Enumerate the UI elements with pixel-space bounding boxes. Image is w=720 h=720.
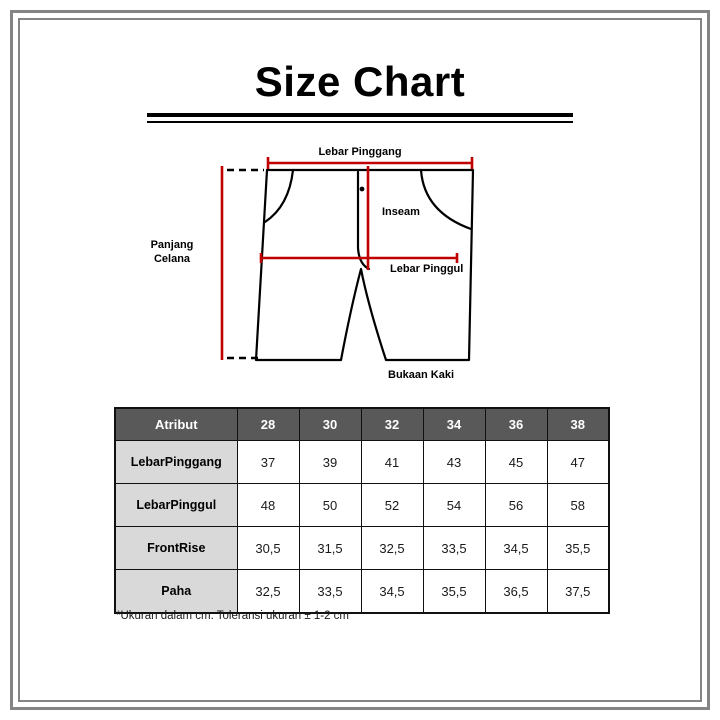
table-cell: 37 — [236, 440, 300, 484]
table-row: LebarPinggang 37 39 41 43 45 47 — [114, 440, 610, 484]
table-cell: 34,5 — [484, 526, 548, 570]
row-label-lebarpinggul: LebarPinggul — [114, 483, 238, 527]
inner-frame — [18, 18, 702, 702]
title-rule-top — [147, 113, 573, 117]
page-title: Size Chart — [254, 58, 466, 105]
label-lebar-pinggang: Lebar Pinggang — [318, 146, 402, 158]
shorts-measurement-diagram: Lebar Pinggang Panjang Celana Inseam Leb… — [110, 142, 610, 392]
table-header-row: Atribut 28 30 32 34 36 38 — [114, 407, 610, 441]
table-cell: 35,5 — [422, 569, 486, 614]
label-inseam: Inseam — [382, 206, 420, 218]
table-cell: 31,5 — [298, 526, 362, 570]
outer-frame — [10, 10, 710, 710]
col-header-32: 32 — [360, 407, 424, 441]
shorts-outline — [254, 168, 475, 362]
table-cell: 52 — [360, 483, 424, 527]
table-cell: 34,5 — [360, 569, 424, 614]
label-panjang-celana: Panjang Celana — [150, 239, 194, 266]
size-table: Atribut 28 30 32 34 36 38 LebarPinggang … — [114, 407, 610, 614]
col-header-36: 36 — [484, 407, 548, 441]
table-cell: 32,5 — [360, 526, 424, 570]
table-cell: 56 — [484, 483, 548, 527]
fly-button-dot — [359, 186, 365, 192]
table-cell: 43 — [422, 440, 486, 484]
table-footnote: *Ukuran dalam cm. Toleransi ukuran ± 1-2… — [116, 610, 349, 622]
table-cell: 37,5 — [546, 569, 610, 614]
table-cell: 45 — [484, 440, 548, 484]
right-pocket-line — [419, 168, 473, 231]
table-row: Paha 32,5 33,5 34,5 35,5 36,5 37,5 — [114, 569, 610, 614]
col-header-38: 38 — [546, 407, 610, 441]
col-header-30: 30 — [298, 407, 362, 441]
table-cell: 41 — [360, 440, 424, 484]
table-cell: 47 — [546, 440, 610, 484]
row-label-lebarpinggang: LebarPinggang — [114, 440, 238, 484]
title-rule-bottom — [147, 121, 573, 123]
table-cell: 48 — [236, 483, 300, 527]
table-cell: 54 — [422, 483, 486, 527]
shorts-diagram-svg — [220, 157, 475, 362]
table-cell: 30,5 — [236, 526, 300, 570]
table-cell: 33,5 — [298, 569, 362, 614]
col-header-28: 28 — [236, 407, 300, 441]
table-row: FrontRise 30,5 31,5 32,5 33,5 34,5 35,5 — [114, 526, 610, 570]
label-bukaan-kaki: Bukaan Kaki — [388, 369, 455, 381]
table-row: LebarPinggul 48 50 52 54 56 58 — [114, 483, 610, 527]
row-label-paha: Paha — [114, 569, 238, 614]
table-cell: 50 — [298, 483, 362, 527]
row-label-frontrise: FrontRise — [114, 526, 238, 570]
col-header-34: 34 — [422, 407, 486, 441]
table-cell: 39 — [298, 440, 362, 484]
table-cell: 32,5 — [236, 569, 300, 614]
table-cell: 36,5 — [484, 569, 548, 614]
table-cell: 33,5 — [422, 526, 486, 570]
label-lebar-pinggul: Lebar Pinggul — [390, 263, 464, 275]
col-header-atribut: Atribut — [114, 407, 238, 441]
left-pocket-line — [263, 168, 295, 224]
table-cell: 35,5 — [546, 526, 610, 570]
table-cell: 58 — [546, 483, 610, 527]
